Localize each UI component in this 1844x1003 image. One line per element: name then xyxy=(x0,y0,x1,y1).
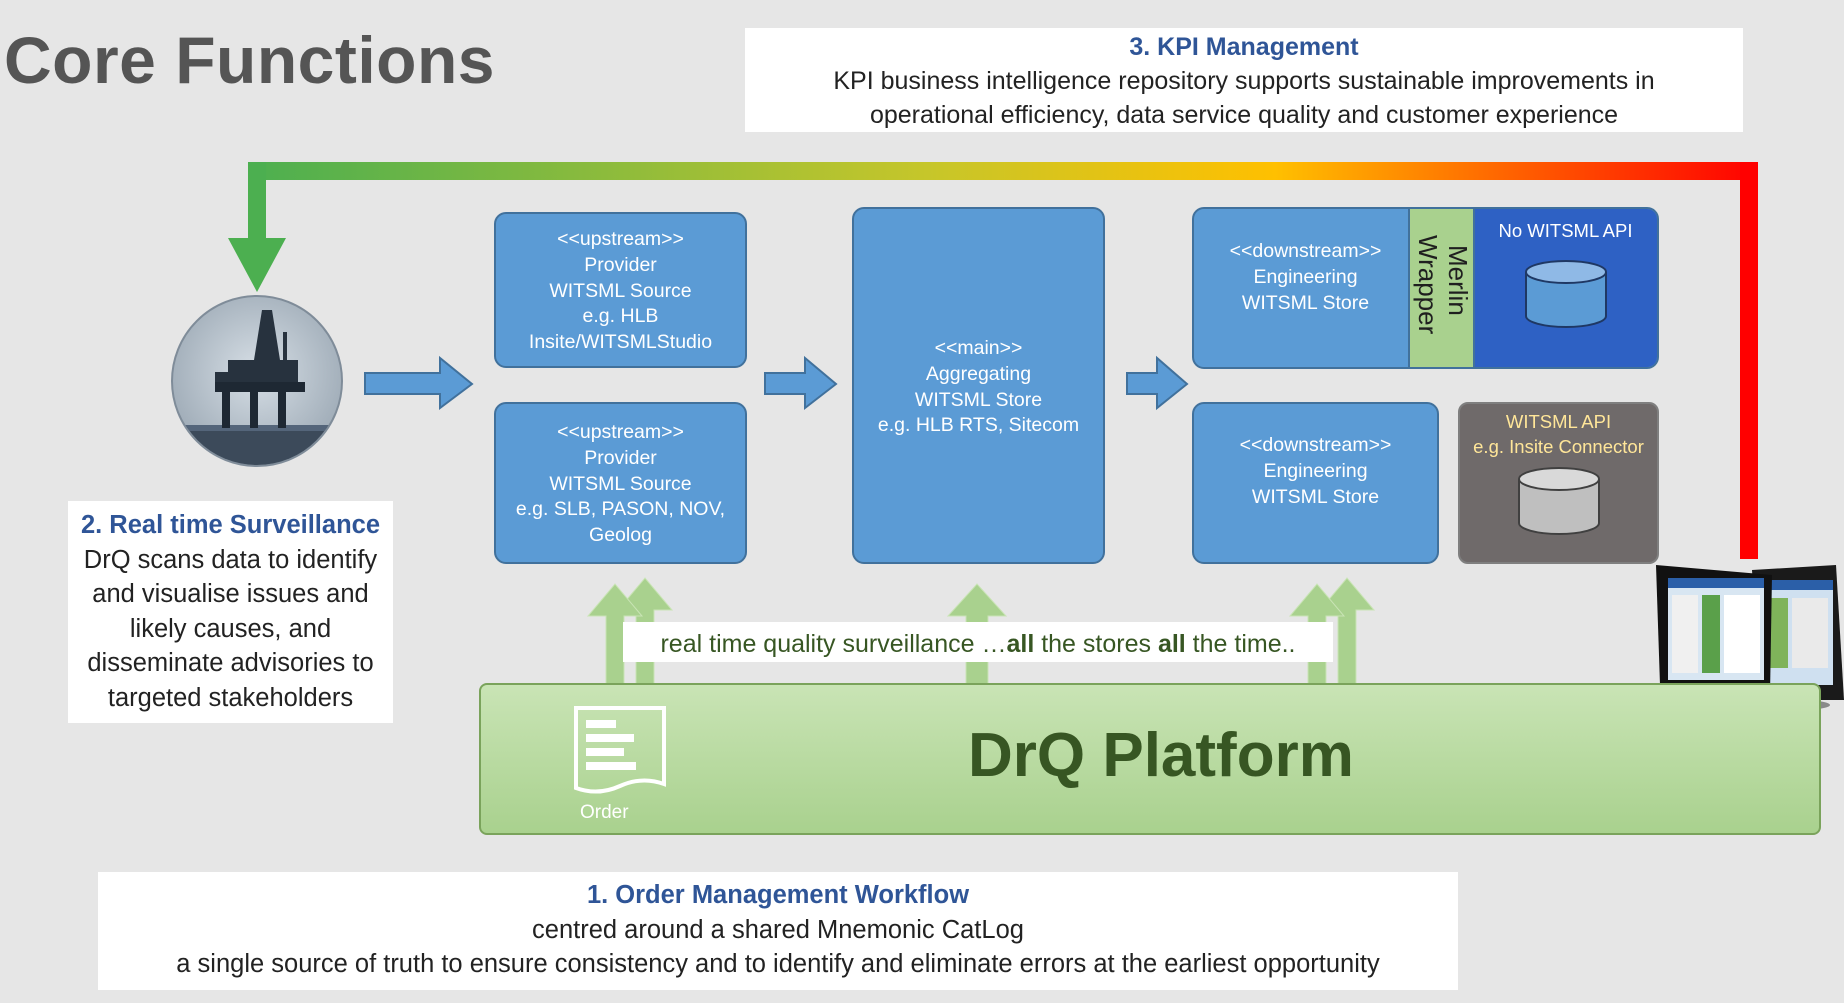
box-line: <<downstream>> xyxy=(1239,434,1392,456)
main-aggregating-store-box: <<main>> Aggregating WITSML Store e.g. H… xyxy=(852,207,1105,564)
feedback-loop-arrow xyxy=(228,162,1758,559)
arrow-rig-to-upstream xyxy=(364,355,474,410)
order-management-line-2: a single source of truth to ensure consi… xyxy=(176,950,1380,978)
surveillance-banner: real time quality surveillance …all the … xyxy=(623,622,1333,662)
downstream-store-box-2: <<downstream>> Engineering WITSML Store xyxy=(1192,402,1439,564)
witsml-api-label: WITSML API xyxy=(1505,411,1612,432)
box-line: Insite/WITSMLStudio xyxy=(528,331,713,354)
box-line: Geolog xyxy=(589,524,652,547)
banner-text: the stores xyxy=(1034,630,1158,658)
drq-platform-label: DrQ Platform xyxy=(968,721,1354,790)
order-icon-label: Order xyxy=(580,802,629,823)
surveillance-heading: 2. Real time Surveillance xyxy=(80,511,381,539)
banner-emphasis: all xyxy=(1157,630,1186,658)
order-management-card: 1. Order Management Workflow centred aro… xyxy=(98,872,1458,990)
database-icon xyxy=(1517,467,1600,535)
banner-emphasis: all xyxy=(1006,630,1035,658)
kpi-line-2: operational efficiency, data service qua… xyxy=(869,101,1619,129)
insite-connector-label: e.g. Insite Connector xyxy=(1473,436,1644,457)
box-line: e.g. HLB RTS, Sitecom xyxy=(877,414,1080,437)
box-line: Aggregating xyxy=(925,362,1032,385)
arrow-upstream-to-main xyxy=(764,355,838,411)
upstream-provider-box-1: <<upstream>> Provider WITSML Source e.g.… xyxy=(494,212,747,368)
box-line: WITSML Source xyxy=(549,279,692,302)
order-document-icon xyxy=(574,706,666,794)
real-time-surveillance-card: 2. Real time Surveillance DrQ scans data… xyxy=(68,501,393,723)
box-line: WITSML Source xyxy=(549,472,692,495)
upstream-provider-box-2: <<upstream>> Provider WITSML Source e.g.… xyxy=(494,402,747,564)
monitors-icon xyxy=(1656,565,1844,710)
order-management-line-1: centred around a shared Mnemonic CatLog xyxy=(532,915,1024,944)
box-line: Engineering xyxy=(1263,459,1368,482)
box-line: Engineering xyxy=(1253,265,1358,288)
kpi-line-1: KPI business intelligence repository sup… xyxy=(833,67,1655,95)
box-line: WITSML Store xyxy=(914,388,1043,411)
kpi-heading: 3. KPI Management xyxy=(1129,33,1359,61)
kpi-management-card: 3. KPI Management KPI business intellige… xyxy=(745,28,1743,132)
box-line: Provider xyxy=(584,253,657,276)
surveillance-line: targeted stakeholders xyxy=(107,683,354,712)
box-line: <<upstream>> xyxy=(557,421,684,443)
box-line: e.g. HLB xyxy=(582,305,659,328)
surveillance-line: and visualise issues and xyxy=(92,580,369,608)
box-line: e.g. SLB, PASON, NOV, xyxy=(515,498,726,521)
box-line: WITSML Store xyxy=(1241,291,1370,314)
surveillance-line: likely causes, and xyxy=(129,614,332,643)
database-icon xyxy=(1524,260,1607,328)
drq-platform-panel xyxy=(479,683,1821,835)
arrow-main-to-downstream xyxy=(1126,355,1189,411)
banner-text: the time.. xyxy=(1185,630,1296,658)
surveillance-line: DrQ scans data to identify xyxy=(83,545,378,574)
box-line: Provider xyxy=(584,446,657,469)
page-title: Core Functions xyxy=(4,23,496,97)
box-line: WITSML Store xyxy=(1251,485,1380,508)
wrapper-label: Wrapper xyxy=(1413,235,1443,335)
box-line: <<upstream>> xyxy=(557,228,684,250)
no-witsml-api-panel: No WITSML API xyxy=(1474,209,1657,367)
merlin-wrapper: Merlin Wrapper xyxy=(1408,207,1475,369)
box-line: <<downstream>> xyxy=(1229,240,1382,262)
merlin-label: Merlin xyxy=(1443,245,1473,316)
banner-text: real time quality surveillance … xyxy=(660,630,1007,658)
no-witsml-api-label: No WITSML API xyxy=(1498,220,1633,241)
witsml-api-panel: WITSML API e.g. Insite Connector xyxy=(1458,402,1659,564)
order-management-heading: 1. Order Management Workflow xyxy=(586,881,970,909)
surveillance-line: disseminate advisories to xyxy=(87,649,374,677)
box-line: <<main>> xyxy=(934,337,1023,359)
offshore-rig-image xyxy=(171,295,343,467)
